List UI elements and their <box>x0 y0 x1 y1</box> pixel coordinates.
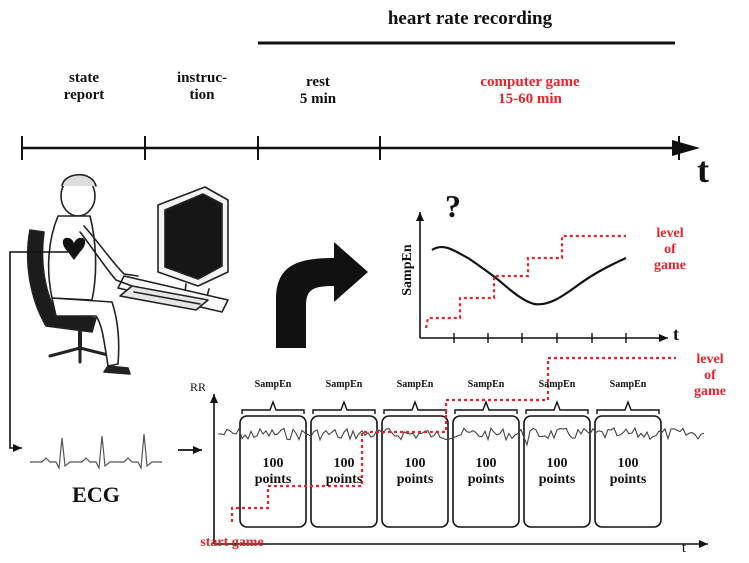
rr-window <box>594 415 662 528</box>
sampen-plot-axes <box>416 212 668 343</box>
rr-window-brace <box>454 400 518 414</box>
rr-window-title: SampEn <box>609 379 647 390</box>
rr-window-title: SampEn <box>467 379 505 390</box>
sampen-x-label: t <box>673 324 679 344</box>
rr-window-brace <box>312 400 376 414</box>
rr-window-brace <box>525 400 589 414</box>
rr-window <box>523 415 591 528</box>
rr-window <box>452 415 520 528</box>
sampen-curve <box>431 245 627 306</box>
rr-window <box>239 415 307 528</box>
rr-window <box>381 415 449 528</box>
rr-window-brace <box>596 400 660 414</box>
curved-arrow <box>276 242 368 348</box>
rr-window-title: SampEn <box>538 379 576 390</box>
rr-plot-axes <box>210 394 708 548</box>
ecg-trace <box>30 433 162 471</box>
rr-trace <box>217 426 705 447</box>
timeline-axis-label: t <box>697 150 709 190</box>
person-computer-illustration <box>26 173 229 375</box>
rr-level-steps <box>230 356 676 522</box>
sampen-level-steps <box>424 234 626 329</box>
rr-window-title: SampEn <box>325 379 363 390</box>
rr-window-title: SampEn <box>254 379 292 390</box>
rr-window-brace <box>241 400 305 414</box>
rr-window-title: SampEn <box>396 379 434 390</box>
phase-instruction: instruc-tion <box>177 70 227 104</box>
heart-icon <box>62 237 86 260</box>
rr-window <box>310 415 378 528</box>
header-title: heart rate recording <box>387 8 553 29</box>
rr-y-label: RR <box>189 380 206 394</box>
sampen-question-mark: ? <box>445 188 461 224</box>
rr-x-label: t <box>681 540 687 556</box>
ecg-label: ECG <box>72 482 120 507</box>
sampen-y-label: SampEn <box>399 244 415 296</box>
timeline-axis <box>21 136 700 160</box>
rr-windows <box>239 400 662 528</box>
start-game-label: start game <box>200 535 264 550</box>
rr-window-brace <box>383 400 447 414</box>
ecg-lead <box>9 251 68 452</box>
